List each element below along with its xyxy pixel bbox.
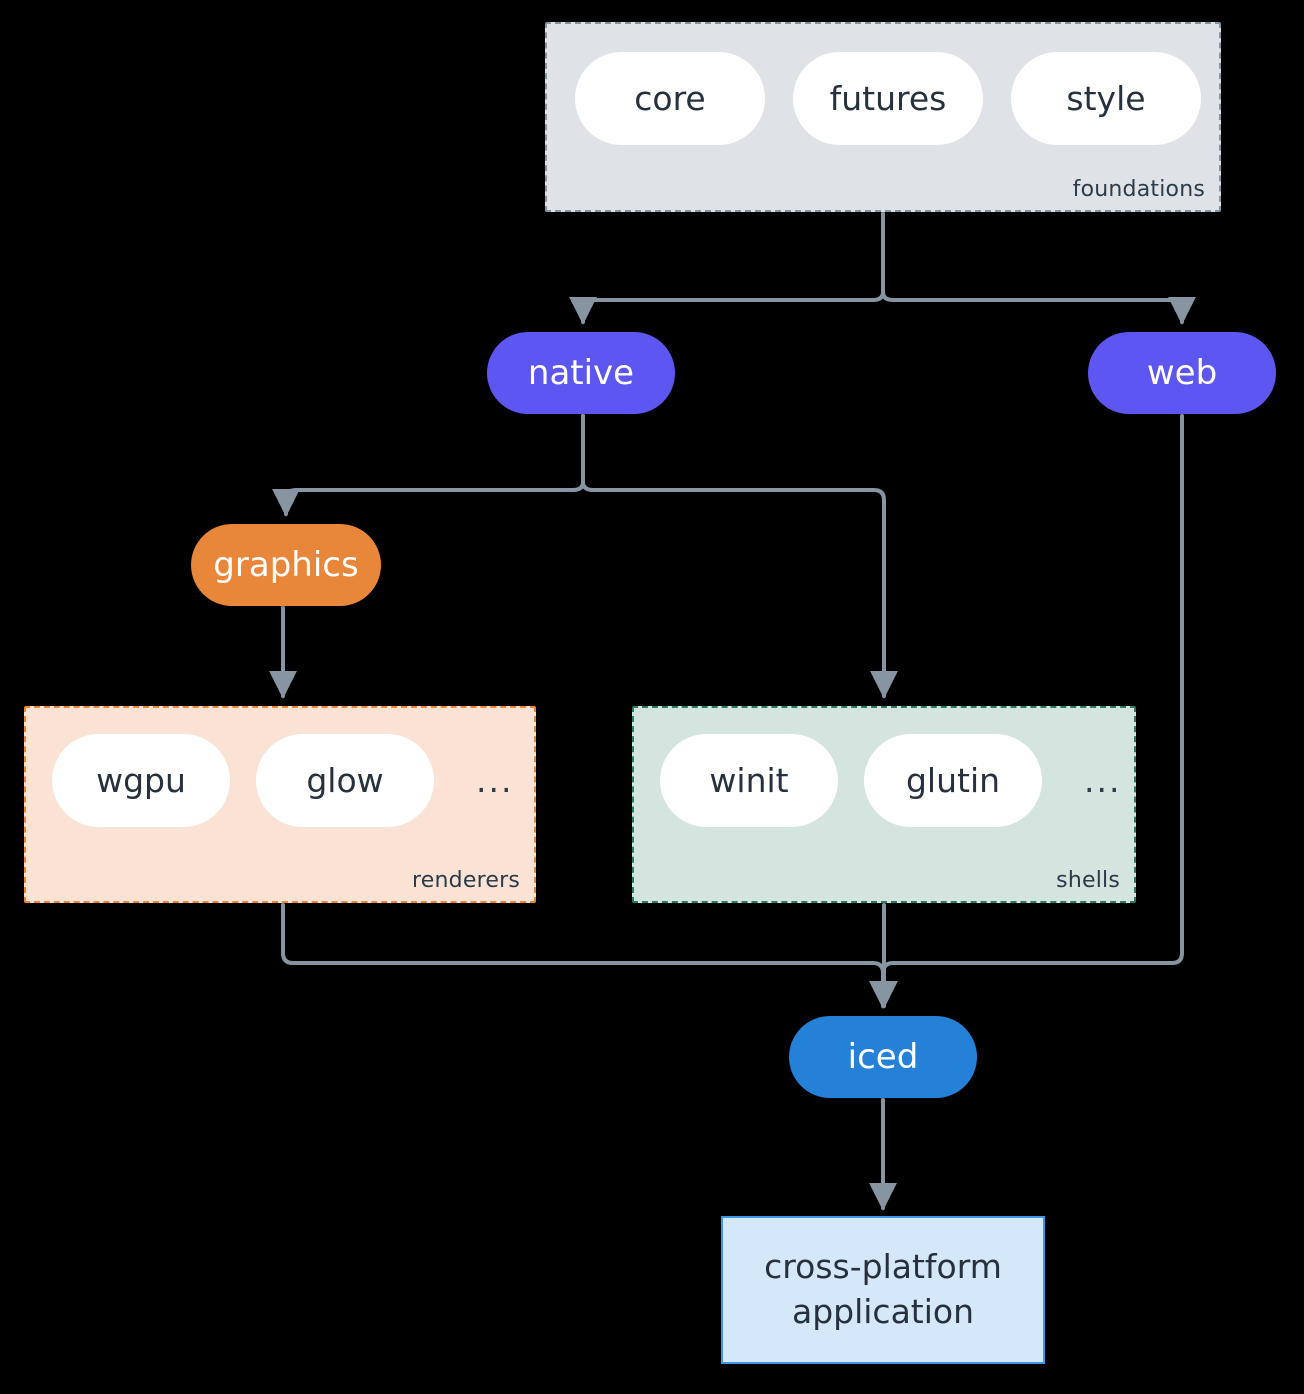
node-graphics-label: graphics — [213, 545, 359, 585]
node-wgpu-label: wgpu — [96, 761, 186, 800]
node-winit-label: winit — [709, 761, 789, 800]
group-shells-label: shells — [1056, 868, 1120, 893]
node-cross-platform-application[interactable]: cross-platform application — [721, 1216, 1045, 1364]
node-core-label: core — [634, 79, 706, 118]
edge-native-shells — [581, 414, 898, 699]
node-futures[interactable]: futures — [793, 52, 983, 145]
group-renderers-label: renderers — [412, 868, 520, 893]
node-glutin[interactable]: glutin — [864, 734, 1042, 827]
edge-foundations-web — [881, 212, 1196, 325]
node-iced[interactable]: iced — [789, 1016, 977, 1098]
shells-ellipsis: ... — [1084, 761, 1122, 800]
node-application-line2: application — [791, 1292, 975, 1331]
group-foundations: core futures style foundations — [545, 22, 1221, 212]
node-native[interactable]: native — [487, 332, 675, 414]
edge-foundations-native — [569, 212, 885, 325]
renderers-node-row: wgpu glow ... — [52, 734, 513, 827]
group-renderers: wgpu glow ... renderers — [24, 706, 536, 903]
node-wgpu[interactable]: wgpu — [52, 734, 230, 827]
node-futures-label: futures — [829, 79, 947, 118]
node-glow-label: glow — [306, 761, 384, 800]
node-winit[interactable]: winit — [660, 734, 838, 827]
node-native-label: native — [527, 353, 635, 393]
node-web[interactable]: web — [1088, 332, 1276, 414]
node-style[interactable]: style — [1011, 52, 1201, 145]
edge-renderers-iced — [281, 903, 897, 1009]
node-web-label: web — [1146, 353, 1218, 393]
foundations-node-row: core futures style — [575, 52, 1201, 145]
node-glow[interactable]: glow — [256, 734, 434, 827]
renderers-ellipsis: ... — [476, 761, 514, 800]
node-core[interactable]: core — [575, 52, 765, 145]
group-foundations-label: foundations — [1072, 177, 1205, 202]
node-graphics[interactable]: graphics — [191, 524, 381, 606]
node-application-line1: cross-platform — [764, 1247, 1002, 1287]
node-style-label: style — [1066, 79, 1146, 118]
group-shells: winit glutin ... shells — [632, 706, 1136, 903]
shells-node-row: winit glutin ... — [660, 734, 1121, 827]
node-iced-label: iced — [847, 1037, 919, 1077]
edge-native-graphics — [272, 414, 585, 517]
node-glutin-label: glutin — [905, 761, 1001, 800]
